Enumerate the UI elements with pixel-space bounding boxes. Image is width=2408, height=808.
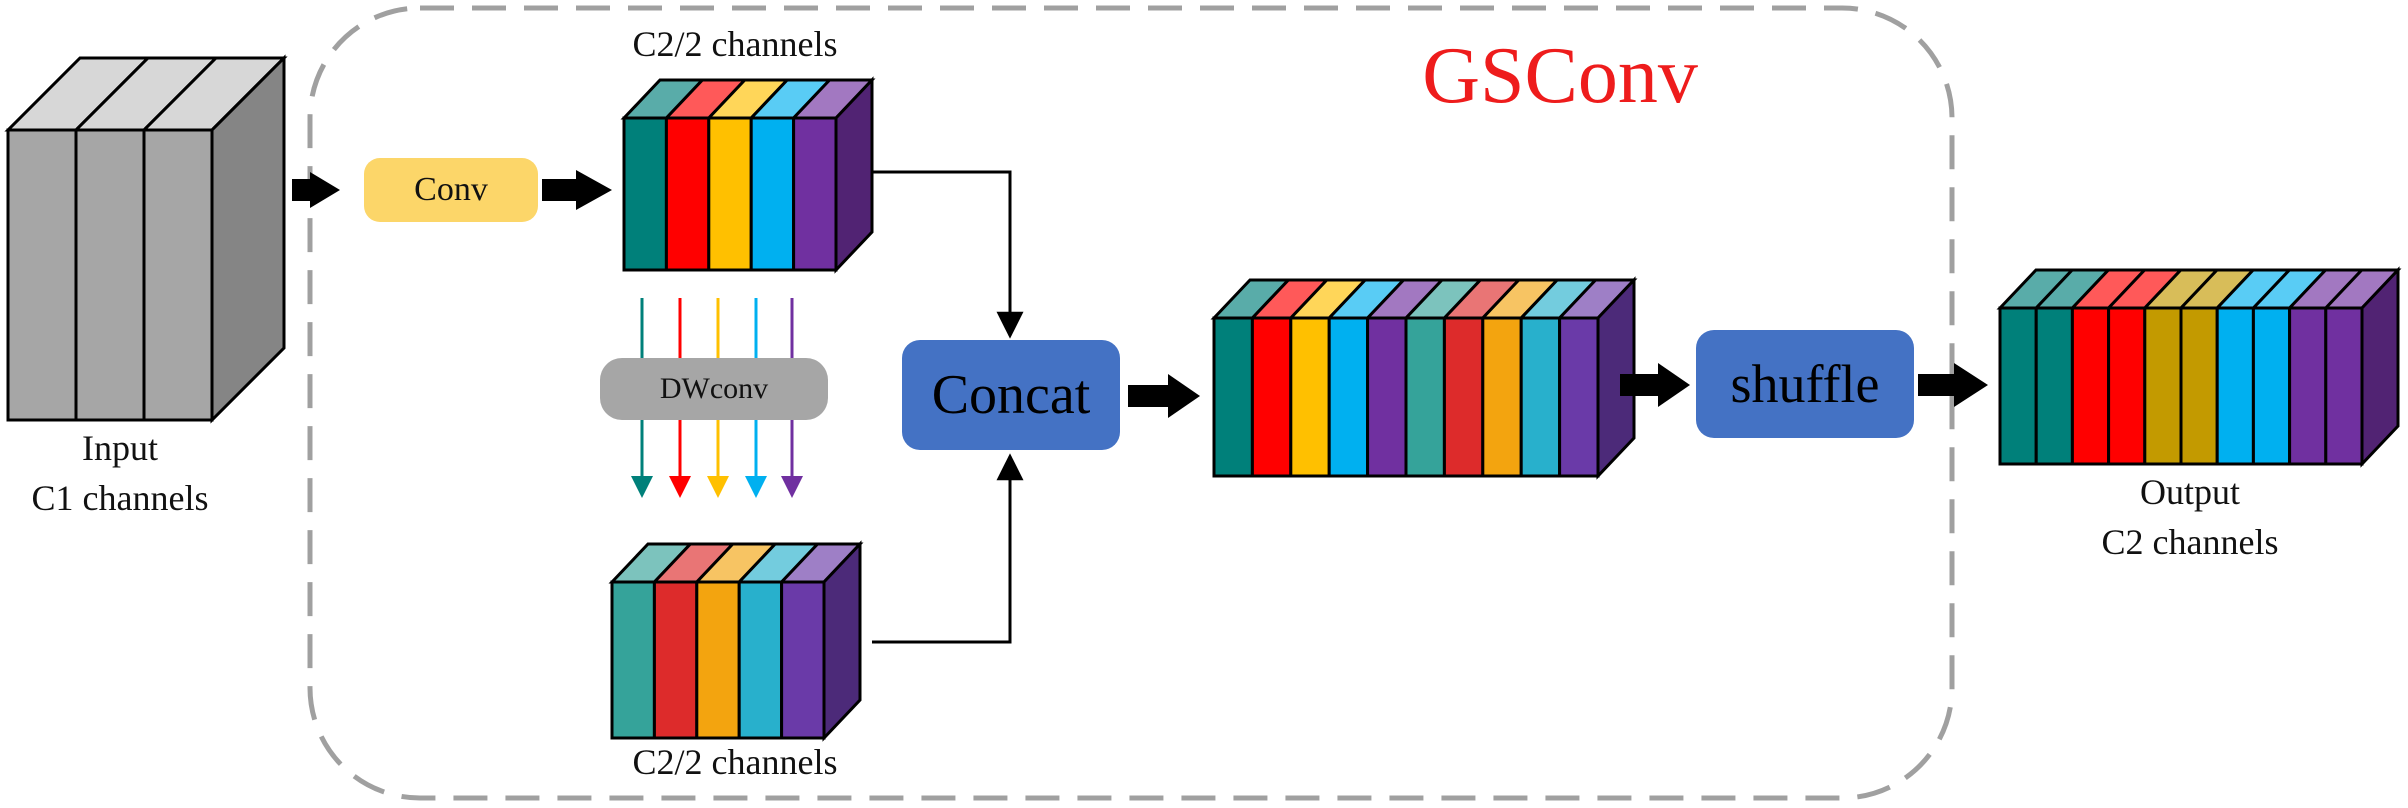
channel-slice — [142, 128, 214, 422]
dwconv-arrow-head — [707, 476, 729, 498]
channel-slice — [652, 580, 699, 740]
dwconv-arrow-head — [781, 476, 803, 498]
channel-slice — [1289, 316, 1331, 478]
thick-arrow-input-to-conv — [292, 172, 340, 208]
dwconv-arrow-head — [631, 476, 653, 498]
dwconv-arrow-head — [669, 476, 691, 498]
top-block-channels-label: C2/2 channels — [632, 24, 838, 64]
channel-slice — [1212, 316, 1254, 478]
channel-slice — [1327, 316, 1370, 478]
channel-slice — [1481, 316, 1523, 478]
top-half-channel-block — [620, 76, 876, 274]
channel-slice — [2143, 306, 2183, 466]
dwconv-arrow-head — [745, 476, 767, 498]
channel-slice — [610, 580, 656, 740]
dwconv-operation: DWconv — [600, 358, 828, 420]
channel-slice — [1442, 316, 1485, 478]
channel-slice — [737, 580, 784, 740]
output-channels-label: C2 channels — [2101, 522, 2279, 562]
input-channels-label: C1 channels — [31, 478, 209, 518]
thick-arrow-block-to-shuffle — [1620, 363, 1690, 407]
channel-slice — [2179, 306, 2219, 466]
concat-operation: Concat — [902, 340, 1120, 450]
channel-slice — [2215, 306, 2255, 466]
thick-arrow-conv-to-top-block — [542, 170, 612, 210]
channel-slice — [6, 128, 78, 422]
input-tensor-block — [4, 54, 288, 424]
channel-slice — [1998, 306, 2038, 466]
channel-slice — [707, 116, 753, 272]
channel-slice — [2070, 306, 2111, 466]
channel-slice — [1366, 316, 1408, 478]
channel-slice — [2251, 306, 2292, 466]
output-channel-block — [1996, 266, 2402, 468]
block-side-face — [834, 76, 874, 274]
channel-slice — [2107, 306, 2147, 466]
channel-slice — [749, 116, 796, 272]
thick-arrow-concat-to-block — [1128, 374, 1200, 418]
shuffle-operation: shuffle — [1696, 330, 1914, 438]
bottom-half-channel-block — [608, 540, 864, 742]
channel-slice — [74, 128, 146, 422]
channel-slice — [792, 116, 838, 272]
channel-slice — [1519, 316, 1562, 478]
channel-slice — [695, 580, 741, 740]
gsconv-region-border — [307, 5, 1955, 801]
channel-slice — [2288, 306, 2328, 466]
channel-slice — [2324, 306, 2364, 466]
channel-slice — [780, 580, 826, 740]
channel-slice — [1250, 316, 1293, 478]
line-bottom-block-to-concat — [872, 453, 1024, 644]
block-side-face — [822, 540, 862, 742]
block-side-face — [210, 54, 286, 424]
channel-slice — [1558, 316, 1600, 478]
block-side-face — [1596, 276, 1636, 480]
line-top-block-to-concat — [872, 170, 1024, 339]
thick-arrow-shuffle-to-output — [1918, 363, 1988, 407]
channel-slice — [2034, 306, 2074, 466]
block-side-face — [2360, 266, 2400, 468]
bottom-block-channels-label: C2/2 channels — [632, 742, 838, 782]
conv-operation: Conv — [364, 158, 538, 222]
channel-slice — [622, 116, 668, 272]
gsconv-title: GSConv — [1422, 32, 1698, 120]
channel-slice — [1404, 316, 1446, 478]
concatenated-channel-block — [1210, 276, 1638, 480]
output-label: Output — [2139, 472, 2240, 512]
input-label: Input — [82, 428, 158, 468]
channel-slice — [664, 116, 711, 272]
